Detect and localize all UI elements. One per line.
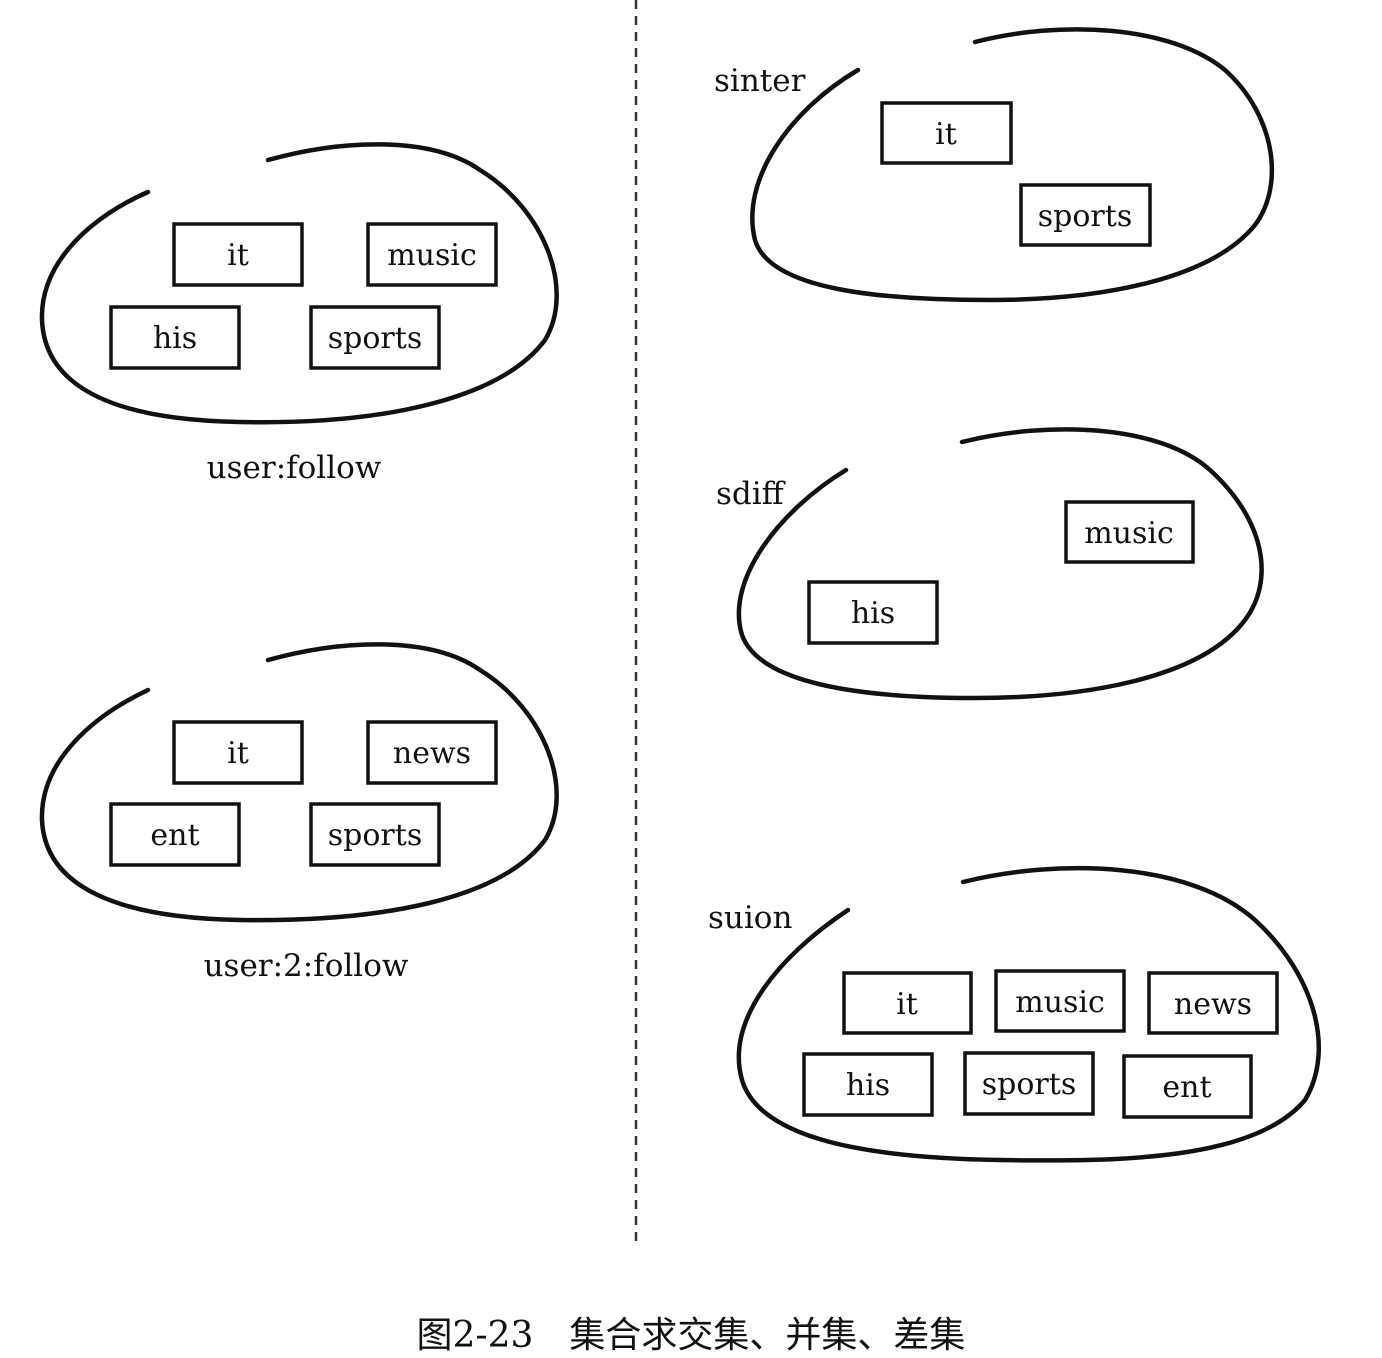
item-box: ent — [109, 802, 241, 867]
item-label: his — [846, 1068, 890, 1103]
set-user2-follow: it news ent sports user:2:follow — [39, 642, 559, 984]
item-label: his — [153, 321, 197, 356]
item-label: it — [896, 987, 918, 1022]
set-label: user:2:follow — [204, 948, 409, 984]
item-box: sports — [309, 802, 441, 867]
set-outline — [750, 27, 1275, 303]
item-label: ent — [150, 818, 199, 853]
figure-caption: 图2-23 集合求交集、并集、差集 — [416, 1315, 966, 1356]
item-box: news — [1147, 971, 1279, 1035]
set-label: user:follow — [207, 450, 382, 486]
item-label: it — [935, 117, 957, 152]
item-box: his — [807, 580, 939, 645]
set-label: suion — [708, 900, 792, 936]
set-label: sinter — [714, 63, 806, 99]
set-sdiff: sdiff music his — [716, 427, 1264, 701]
item-label: it — [227, 736, 249, 771]
item-box: his — [109, 305, 241, 370]
item-box: music — [366, 222, 498, 287]
item-label: music — [1084, 516, 1174, 551]
set-user-follow: it music his sports user:follow — [39, 142, 559, 486]
item-box: news — [366, 720, 498, 785]
set-outline — [736, 427, 1264, 701]
item-box: it — [880, 101, 1013, 165]
set-label: sdiff — [716, 476, 786, 512]
set-sunion: suion it music news his sports ent — [708, 865, 1321, 1163]
item-box: sports — [963, 1051, 1095, 1116]
item-label: it — [227, 238, 249, 273]
set-outline — [39, 142, 559, 425]
item-label: sports — [982, 1067, 1076, 1102]
item-label: music — [387, 238, 477, 273]
item-box: his — [802, 1052, 934, 1117]
item-box: music — [994, 969, 1126, 1033]
item-label: ent — [1162, 1070, 1211, 1105]
item-label: news — [1174, 987, 1252, 1022]
item-box: sports — [1019, 183, 1152, 247]
set-outline — [736, 865, 1321, 1163]
set-outline — [39, 642, 559, 923]
item-label: music — [1015, 985, 1105, 1020]
item-label: news — [393, 736, 471, 771]
item-label: sports — [1038, 199, 1132, 234]
item-box: it — [172, 720, 304, 785]
item-box: ent — [1122, 1054, 1253, 1119]
item-label: sports — [328, 321, 422, 356]
item-box: sports — [309, 305, 441, 370]
item-label: his — [851, 596, 895, 631]
set-sinter: sinter it sports — [714, 27, 1275, 303]
item-label: sports — [328, 818, 422, 853]
item-box: it — [172, 222, 304, 287]
item-box: music — [1064, 500, 1195, 564]
item-box: it — [842, 971, 973, 1035]
